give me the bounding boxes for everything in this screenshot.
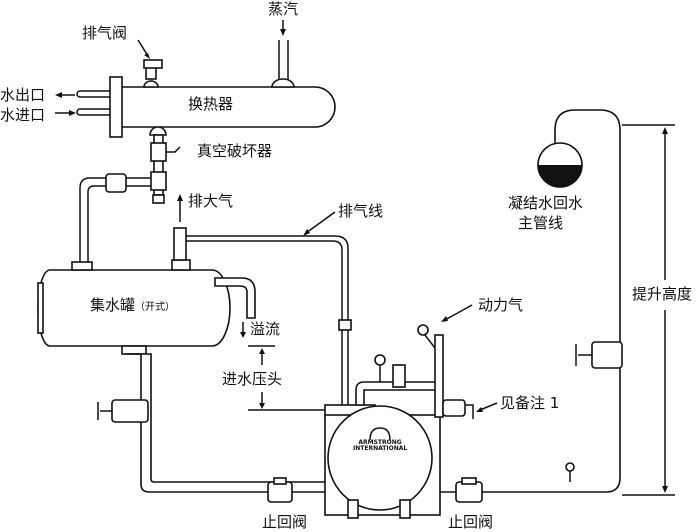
label-fill-head: 进水压头 xyxy=(222,370,283,388)
steam-trap xyxy=(105,173,127,193)
receiver-note: （开式） xyxy=(135,302,176,313)
label-lift-height: 提升高度 xyxy=(632,285,693,303)
label-condensate-return-2: 主管线 xyxy=(518,214,564,232)
drain-trap xyxy=(442,399,466,417)
label-vent-line: 排气线 xyxy=(338,202,384,220)
heat-exchanger xyxy=(76,76,336,138)
label-receiver: 集水罐（开式） xyxy=(90,298,175,313)
pump-logo-line1: ARMSTRONG xyxy=(358,439,402,446)
isolation-valve-right xyxy=(591,341,623,369)
label-vent-to-atmosphere: 排大气 xyxy=(188,192,234,210)
receiver-tank xyxy=(37,259,256,355)
vent-pipe xyxy=(173,194,187,261)
label-condensate-return-1: 凝结水回水 xyxy=(508,194,584,212)
heat-exchanger-drain-line xyxy=(79,173,151,268)
pressure-gauge xyxy=(374,354,386,366)
label-vent-valve: 排气阀 xyxy=(82,24,128,42)
check-valve-left xyxy=(267,477,293,503)
steam-inlet xyxy=(271,20,295,88)
receiver-outlet-line xyxy=(97,353,330,493)
label-overflow: 溢流 xyxy=(250,320,281,338)
label-motive-gas: 动力气 xyxy=(478,296,524,314)
discharge-line xyxy=(435,109,623,493)
label-water-in: 水进口 xyxy=(0,106,46,124)
lift-dimension xyxy=(622,124,675,496)
pressure-regulator xyxy=(392,364,406,388)
label-water-out: 水出口 xyxy=(0,86,46,104)
label-check-valve-right: 止回阀 xyxy=(448,513,494,531)
receiver-name: 集水罐 xyxy=(90,296,136,314)
condensate-pump xyxy=(324,404,441,519)
pump-vent-line xyxy=(186,211,352,405)
label-see-note: 见备注 1 xyxy=(500,394,560,412)
check-valve-right xyxy=(455,477,483,503)
label-check-valve-left: 止回阀 xyxy=(262,513,308,531)
motive-gas-piping xyxy=(355,304,498,419)
fill-head-dimension xyxy=(248,345,330,411)
isolation-valve-left xyxy=(111,399,149,423)
arrow-water-in xyxy=(55,110,76,116)
vent-valve xyxy=(137,39,163,88)
arrow-water-out xyxy=(55,92,75,98)
pressure-gauge-2 xyxy=(417,324,429,336)
label-vacuum-breaker: 真空破坏器 xyxy=(197,142,273,160)
label-heat-exchanger: 换热器 xyxy=(188,95,234,113)
pump-logo-line2: INTERNATIONAL xyxy=(353,445,408,452)
vacuum-breaker xyxy=(149,126,181,204)
label-steam: 蒸汽 xyxy=(268,0,299,18)
overflow-arrow xyxy=(240,322,246,338)
